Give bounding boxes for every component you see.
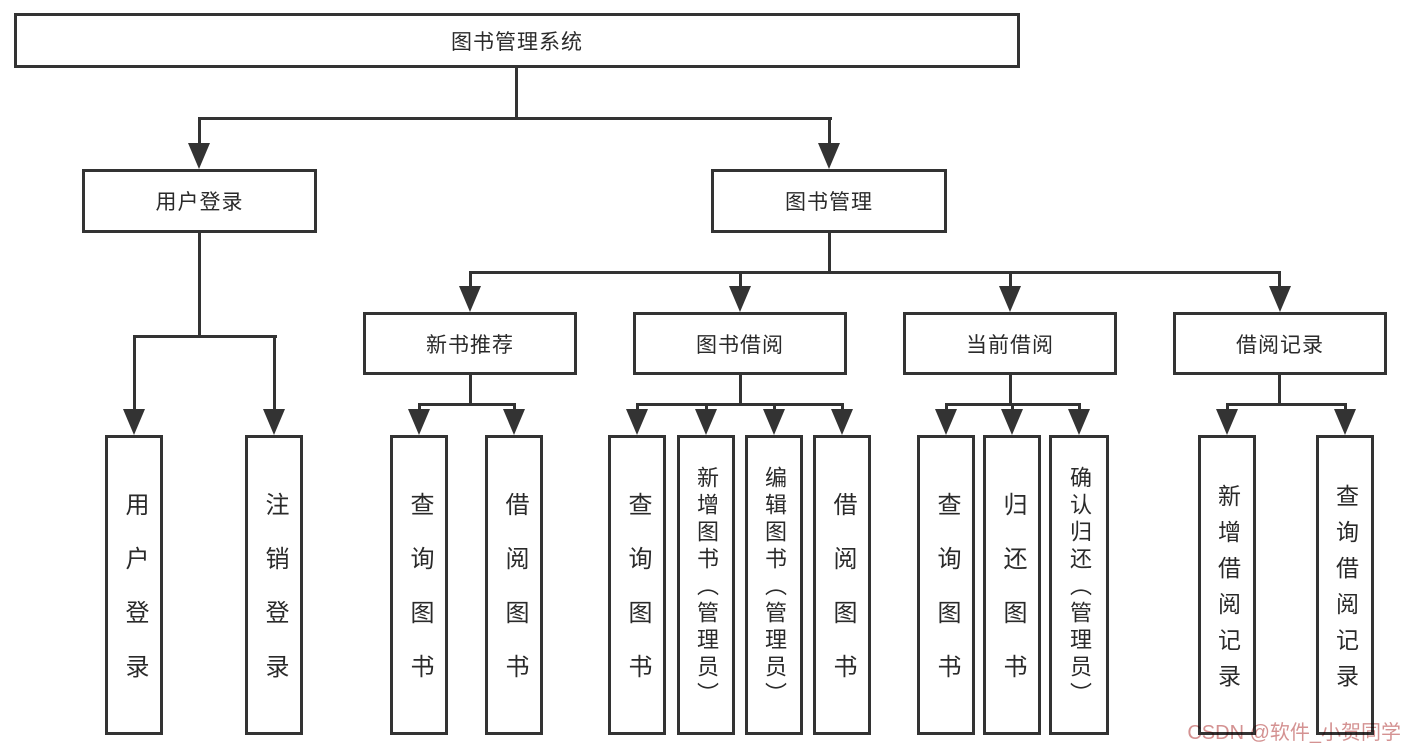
leaf-query-books-borrow-label: 查询图书 [624,492,651,708]
leaf-edit-books-admin-label: 编辑图书（管理员） [762,466,787,709]
leaf-query-books-recommend-label: 查询图书 [406,492,433,708]
connector-shaft-login [198,117,201,147]
connector-current-stub [1009,373,1012,406]
arrowhead-to-bor1 [626,409,648,435]
csdn-watermark: CSDN @软件_小贺同学 [1187,722,1401,744]
connector-shaft-rec1 [418,403,421,413]
leaf-confirm-return-admin: 确认归还（管理员） [1049,435,1109,735]
arrowhead-to-mgmt [818,143,840,169]
arrowhead-to-login [188,143,210,169]
node-borrow-records-label: 借阅记录 [1236,333,1324,357]
connector-shaft-login1 [133,335,136,413]
connector-level1-split [198,117,832,120]
node-root-label: 图书管理系统 [451,30,583,54]
connector-shaft-cur1 [945,403,948,413]
connector-shaft-bor4 [841,403,844,413]
node-user-login: 用户登录 [82,169,317,233]
connector-root-stub [515,66,518,119]
leaf-edit-books-admin: 编辑图书（管理员） [745,435,803,735]
connector-mgmt-stub [828,231,831,274]
connector-shaft-rec2 [513,403,516,413]
leaf-query-books-current: 查询图书 [917,435,975,735]
arrowhead-to-borrow [729,286,751,312]
node-current-borrow: 当前借阅 [903,312,1117,375]
leaf-borrow-books: 借阅图书 [813,435,871,735]
connector-shaft-records [1278,271,1281,289]
arrowhead-to-cur2 [1001,409,1023,435]
connector-borrow-split [636,403,844,406]
leaf-borrow-books-recommend: 借阅图书 [485,435,543,735]
connector-shaft-rcd2 [1344,403,1347,413]
leaf-return-books: 归还图书 [983,435,1041,735]
leaf-user-login-label: 用户登录 [121,492,148,708]
node-borrow-records: 借阅记录 [1173,312,1387,375]
leaf-query-books-recommend: 查询图书 [390,435,448,735]
arrowhead-to-cur1 [935,409,957,435]
leaf-add-books-admin: 新增图书（管理员） [677,435,735,735]
arrowhead-to-login1 [123,409,145,435]
leaf-query-books-borrow: 查询图书 [608,435,666,735]
leaf-query-borrow-record-label: 查询借阅记录 [1332,483,1359,700]
leaf-borrow-books-label: 借阅图书 [829,492,856,708]
connector-login-stub [198,231,201,337]
node-book-mgmt: 图书管理 [711,169,947,233]
arrowhead-to-rcd2 [1334,409,1356,435]
arrowhead-to-bor2 [695,409,717,435]
leaf-logout: 注销登录 [245,435,303,735]
connector-shaft-borrow [739,271,742,289]
arrowhead-to-rcd1 [1216,409,1238,435]
leaf-logout-label: 注销登录 [261,492,288,708]
arrowhead-to-recommend [459,286,481,312]
connector-shaft-bor3 [773,403,776,413]
connector-recommend-stub [469,373,472,406]
connector-records-split [1226,403,1346,406]
arrowhead-to-rec1 [408,409,430,435]
connector-shaft-rcd1 [1226,403,1229,413]
node-user-login-label: 用户登录 [155,191,244,214]
leaf-query-books-current-label: 查询图书 [933,492,960,708]
leaf-add-borrow-record: 新增借阅记录 [1198,435,1256,735]
connector-shaft-bor2 [705,403,708,413]
node-new-book-recommend-label: 新书推荐 [426,333,514,357]
connector-shaft-cur3 [1078,403,1081,413]
connector-borrow-stub [739,373,742,406]
arrowhead-to-login2 [263,409,285,435]
arrowhead-to-records [1269,286,1291,312]
leaf-confirm-return-admin-label: 确认归还（管理员） [1067,466,1092,709]
connector-login-split [133,335,277,338]
arrowhead-to-rec2 [503,409,525,435]
connector-shaft-recommend [469,271,472,289]
node-root: 图书管理系统 [14,13,1020,68]
leaf-user-login: 用户登录 [105,435,163,735]
connector-shaft-mgmt [828,117,831,147]
node-book-borrow: 图书借阅 [633,312,847,375]
connector-shaft-login2 [273,335,276,413]
leaf-borrow-books-recommend-label: 借阅图书 [501,492,528,708]
connector-shaft-cur2 [1011,403,1014,413]
arrowhead-to-bor3 [763,409,785,435]
leaf-add-books-admin-label: 新增图书（管理员） [694,466,719,709]
leaf-add-borrow-record-label: 新增借阅记录 [1214,483,1241,700]
leaf-query-borrow-record: 查询借阅记录 [1316,435,1374,735]
arrowhead-to-cur3 [1068,409,1090,435]
connector-recommend-split [418,403,516,406]
arrowhead-to-bor4 [831,409,853,435]
arrowhead-to-current [999,286,1021,312]
leaf-return-books-label: 归还图书 [999,492,1026,708]
node-current-borrow-label: 当前借阅 [966,333,1054,357]
connector-records-stub [1278,373,1281,406]
connector-mgmt-split [469,271,1281,274]
node-book-mgmt-label: 图书管理 [785,191,873,214]
node-book-borrow-label: 图书借阅 [696,333,784,357]
connector-shaft-current [1009,271,1012,289]
connector-shaft-bor1 [636,403,639,413]
node-new-book-recommend: 新书推荐 [363,312,577,375]
